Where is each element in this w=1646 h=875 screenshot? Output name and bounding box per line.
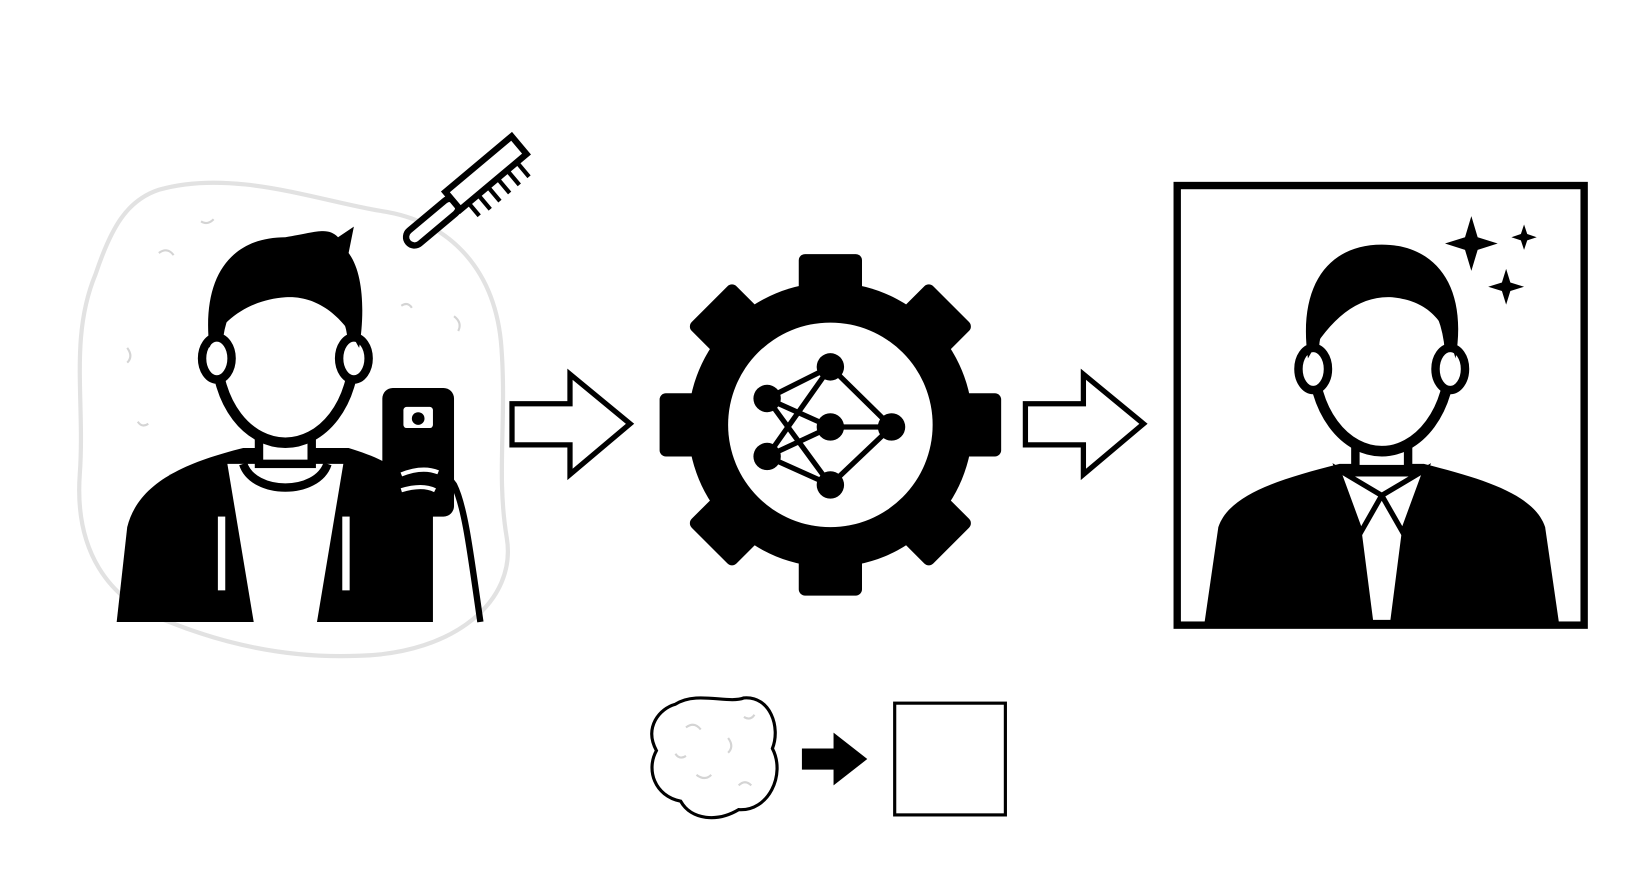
- comb-icon: [402, 131, 531, 249]
- sparkles-icon: [1444, 216, 1537, 305]
- outline-arrow-right-icon: [1022, 368, 1148, 481]
- messy-background-blob-icon: [650, 696, 779, 820]
- legend: [650, 696, 1007, 820]
- gear-neural-network-icon: [659, 254, 1002, 596]
- smartphone-camera-icon: [382, 387, 484, 623]
- outline-arrow-right-icon: [509, 368, 635, 481]
- plain-square-background-icon: [893, 701, 1007, 817]
- casual-person-selfie-icon: [116, 226, 433, 622]
- framed-professional-portrait-icon: [1173, 181, 1588, 629]
- solid-arrow-right-icon: [801, 732, 868, 786]
